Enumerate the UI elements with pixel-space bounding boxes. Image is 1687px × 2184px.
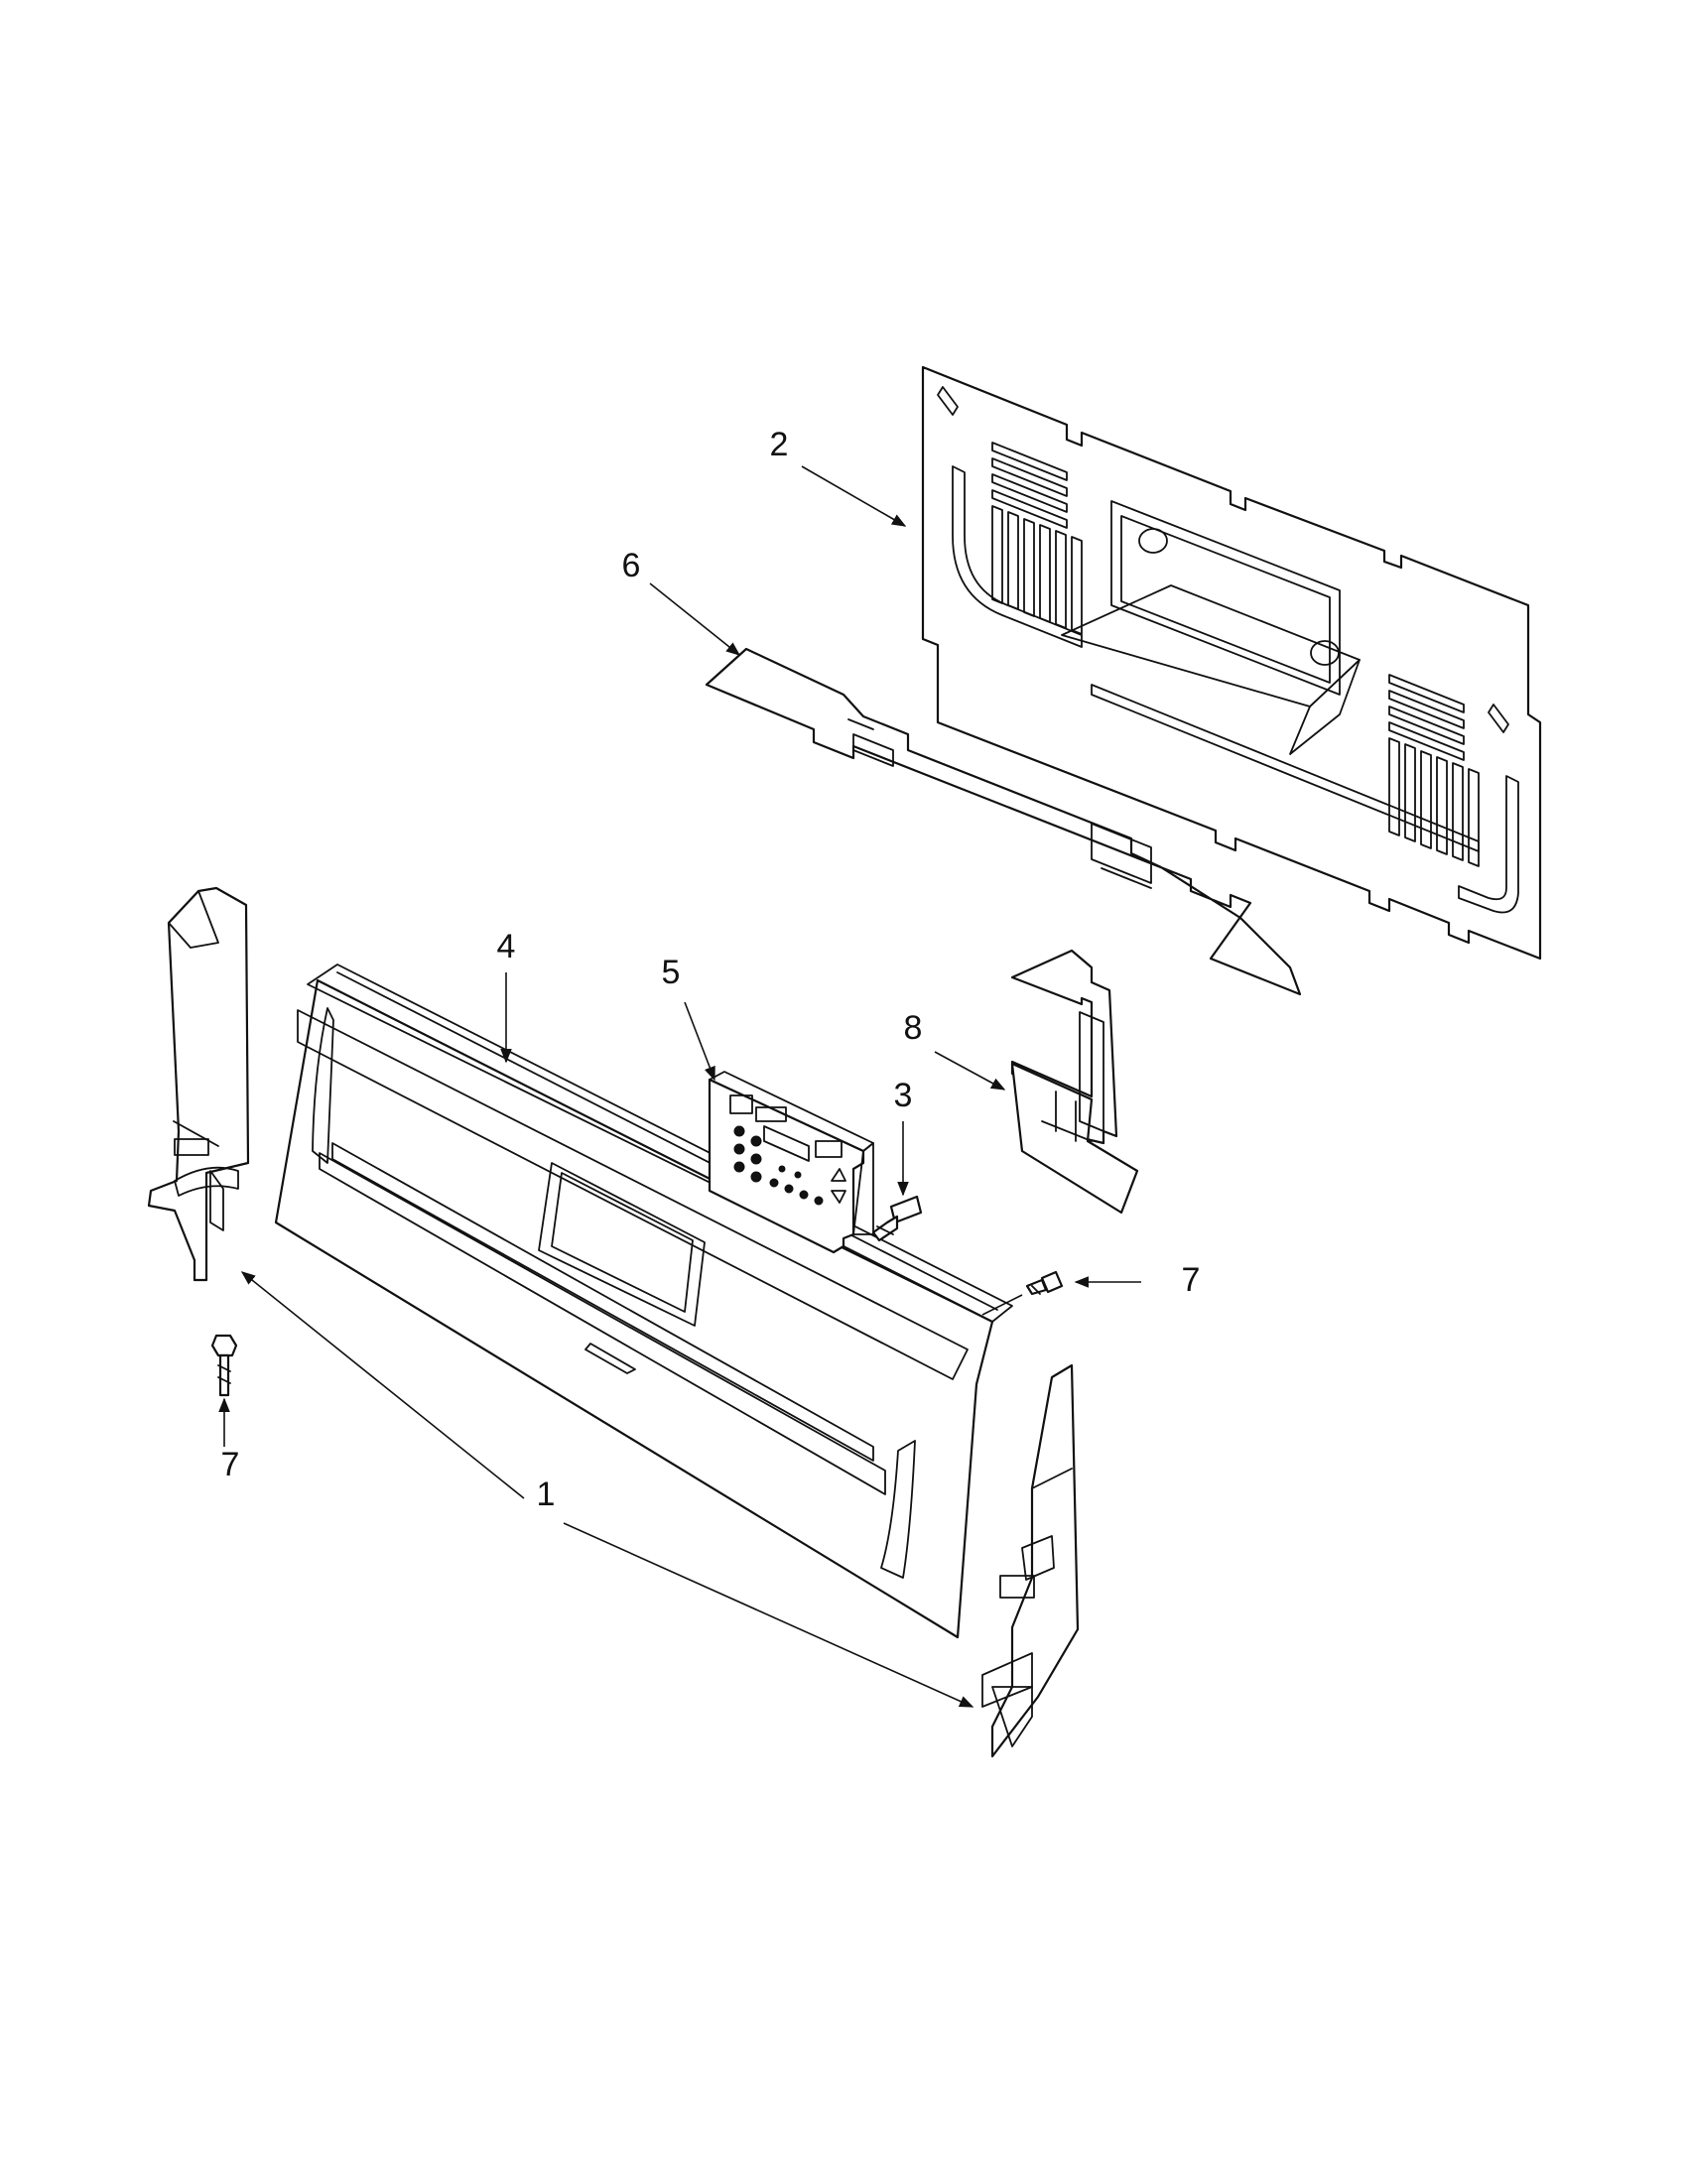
leader-2 [801,465,907,527]
callout-7-left: 7 [221,1446,240,1483]
leader-7-right-tail [981,1294,1023,1316]
callout-2: 2 [770,426,789,463]
callout-1: 1 [537,1476,556,1513]
leader-6 [649,582,741,656]
leader-8 [934,1051,1006,1091]
callout-4: 4 [497,928,516,965]
control-board [708,1071,874,1254]
console-panel [274,964,1013,1639]
callout-7-right: 7 [1182,1261,1201,1299]
screw-7-left [210,1334,238,1397]
insulation-sheet [705,647,1302,996]
end-cap-left [147,886,250,1282]
callout-labels: 2 6 4 5 3 8 7 7 1 [221,426,1201,1513]
leader-1-right [563,1522,974,1708]
rear-panel [921,365,1542,961]
callout-6: 6 [622,547,641,584]
leader-5 [684,1001,715,1082]
end-cap-right [981,1363,1080,1758]
screw-3 [871,1195,923,1242]
callout-5: 5 [662,954,681,991]
mounting-bracket [1010,949,1139,1215]
leader-lines [218,465,1141,1708]
callout-3: 3 [894,1077,913,1114]
leader-1-left [240,1271,525,1499]
screw-7-right [1025,1270,1064,1296]
callout-8: 8 [904,1009,923,1047]
